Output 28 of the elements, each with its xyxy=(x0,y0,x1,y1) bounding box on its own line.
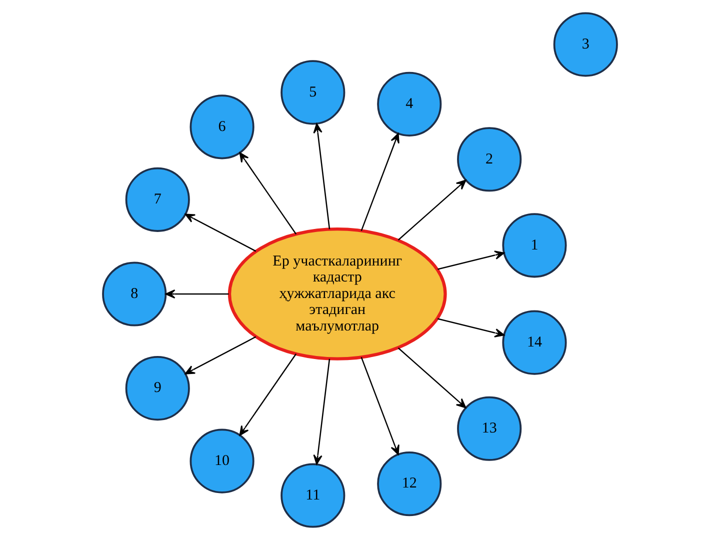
node-circle: 6 xyxy=(190,94,254,160)
node-circle: 12 xyxy=(377,452,442,516)
node-circle: 11 xyxy=(280,463,346,528)
arrow xyxy=(313,358,330,465)
arrow xyxy=(398,180,466,240)
arrow xyxy=(165,289,229,299)
arrow xyxy=(438,250,505,270)
node-circle: 2 xyxy=(457,127,522,192)
node-circle: 7 xyxy=(125,167,190,232)
arrow xyxy=(184,336,256,374)
node-circle: 4 xyxy=(377,72,442,136)
node-circle: 9 xyxy=(125,356,190,421)
arrow xyxy=(184,214,256,252)
node-ellipse: Ер участкаларининг кадастр ҳужжатларида акс этадиган маълумотлар xyxy=(228,228,447,360)
node-circle: 1 xyxy=(502,213,567,278)
node-circle: 3 xyxy=(553,12,618,77)
arrow xyxy=(398,348,466,408)
node-circle: 10 xyxy=(190,428,254,494)
node-circle: 8 xyxy=(102,262,167,326)
arrow xyxy=(239,353,297,436)
arrow xyxy=(360,133,400,231)
node-circle: 14 xyxy=(502,310,567,375)
arrow xyxy=(360,356,400,455)
node-circle: 13 xyxy=(457,396,522,461)
arrow xyxy=(438,318,505,338)
arrow xyxy=(313,123,330,230)
node-circle: 5 xyxy=(280,60,346,125)
arrow xyxy=(239,152,297,234)
